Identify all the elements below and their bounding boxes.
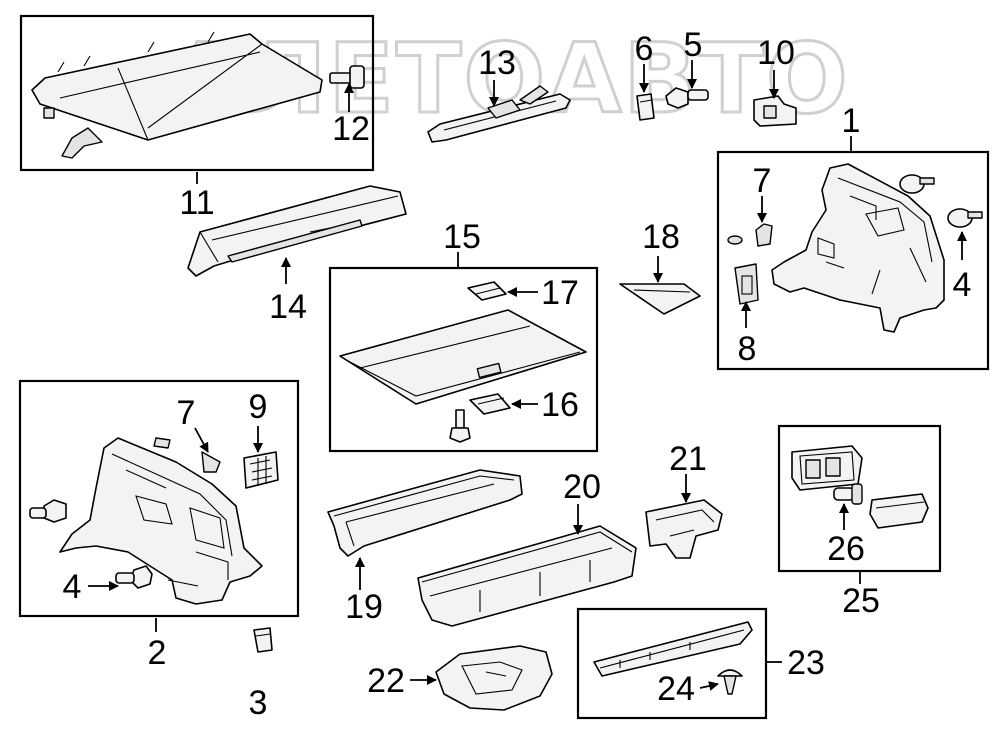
part-2-quarter-trim-lh xyxy=(59,437,279,605)
callout-9: 9 xyxy=(249,388,268,426)
part-14-cover xyxy=(187,185,407,277)
part-15-bolt xyxy=(449,409,471,443)
part-20-storage-box xyxy=(417,525,637,627)
callout-1: 1 xyxy=(842,102,861,140)
part-22-mat xyxy=(435,645,553,711)
part-2-bolt-upper xyxy=(29,499,67,523)
clip-icon xyxy=(899,174,983,228)
callout-8: 8 xyxy=(738,330,757,368)
part-26-bulb xyxy=(833,483,863,505)
part-15-deck-board xyxy=(339,309,587,405)
callout-2: 2 xyxy=(148,634,167,672)
callout-24: 24 xyxy=(657,670,695,708)
callout-6: 6 xyxy=(635,30,654,68)
part-18-panel xyxy=(619,283,701,315)
callout-7-rh: 7 xyxy=(753,162,772,200)
part-12-pin xyxy=(329,65,365,89)
part-16-cover xyxy=(469,393,511,415)
callout-15: 15 xyxy=(443,218,481,256)
group-box-25 xyxy=(777,424,942,573)
callout-7-lh: 7 xyxy=(177,394,196,432)
part-13-strap xyxy=(427,85,571,143)
part-11-tonneau-cover xyxy=(31,31,323,159)
callout-19: 19 xyxy=(345,588,383,626)
callout-25: 25 xyxy=(842,582,880,620)
group-box-15 xyxy=(328,266,599,453)
callout-3: 3 xyxy=(249,684,268,722)
part-10-bracket xyxy=(753,95,797,127)
part-4-bolt-lower xyxy=(115,565,153,589)
callout-26: 26 xyxy=(827,530,865,568)
group-box-11 xyxy=(19,14,375,172)
part-17-cover xyxy=(467,281,507,301)
callout-16: 16 xyxy=(541,386,579,424)
callout-4-lh: 4 xyxy=(63,568,82,606)
part-1-quarter-trim-rh xyxy=(727,163,983,333)
part-3-clip xyxy=(253,627,273,653)
callout-18: 18 xyxy=(642,218,680,256)
callout-numbers: 11 12 13 6 5 10 1 7 4 8 14 15 17 16 18 7… xyxy=(63,26,972,722)
group-box-23 xyxy=(576,607,768,720)
callout-22: 22 xyxy=(367,662,405,700)
part-25-lamp-housing xyxy=(791,445,863,491)
part-25-lamp xyxy=(869,493,929,529)
callout-14: 14 xyxy=(269,288,307,326)
callout-11: 11 xyxy=(179,184,214,222)
callout-13: 13 xyxy=(478,44,516,82)
callout-10: 10 xyxy=(757,34,795,72)
callout-21: 21 xyxy=(669,440,707,478)
callout-4-rh: 4 xyxy=(953,266,972,304)
callout-23: 23 xyxy=(787,644,825,682)
group-box-2 xyxy=(18,379,300,618)
callout-5: 5 xyxy=(684,26,703,64)
part-21-bracket xyxy=(645,499,723,559)
part-6-clip xyxy=(636,93,655,121)
part-5-bolt xyxy=(665,87,709,109)
part-24-clip xyxy=(717,669,743,695)
leader-lines xyxy=(88,60,967,691)
callout-17: 17 xyxy=(541,274,579,312)
callout-12: 12 xyxy=(332,110,370,148)
group-box-1 xyxy=(716,150,990,371)
part-23-scuff-plate xyxy=(593,621,753,677)
callout-20: 20 xyxy=(563,468,601,506)
part-19-tray xyxy=(327,469,523,557)
